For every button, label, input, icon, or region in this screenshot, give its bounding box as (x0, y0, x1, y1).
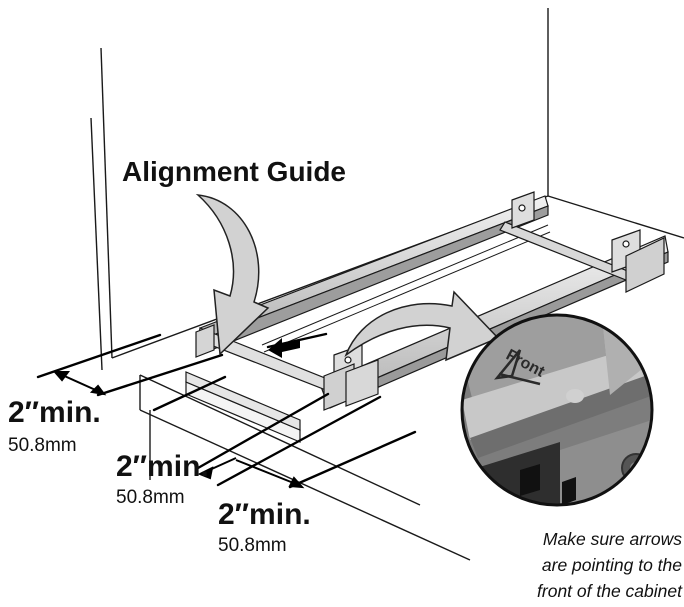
curved-arrow-icon (195, 194, 270, 356)
front-arrow-inset: Front (460, 313, 654, 507)
arrow-direction-note: Make sure arrows are pointing to the fro… (472, 526, 682, 604)
clearance-metric-center: 50.8mm (116, 487, 185, 508)
rail-frame (195, 191, 669, 411)
note-line: front of the cabinet (537, 581, 682, 601)
clearance-value-left: 2″min. (8, 396, 101, 429)
clearance-value-right: 2″min. (218, 498, 311, 531)
clearance-lines (36, 332, 417, 489)
alignment-guide-plate (185, 371, 301, 443)
clearance-metric-right: 50.8mm (218, 535, 287, 556)
note-line: are pointing to the (541, 555, 682, 575)
clearance-value-center: 2″min. (116, 450, 209, 483)
note-line: Make sure arrows (542, 529, 682, 549)
curved-arrow-icon (344, 290, 500, 362)
alignment-guide-label: Alignment Guide (122, 156, 346, 187)
pointer-arrow-icon (268, 338, 300, 358)
clearance-metric-left: 50.8mm (8, 435, 77, 456)
double-arrow-icon (52, 371, 305, 489)
